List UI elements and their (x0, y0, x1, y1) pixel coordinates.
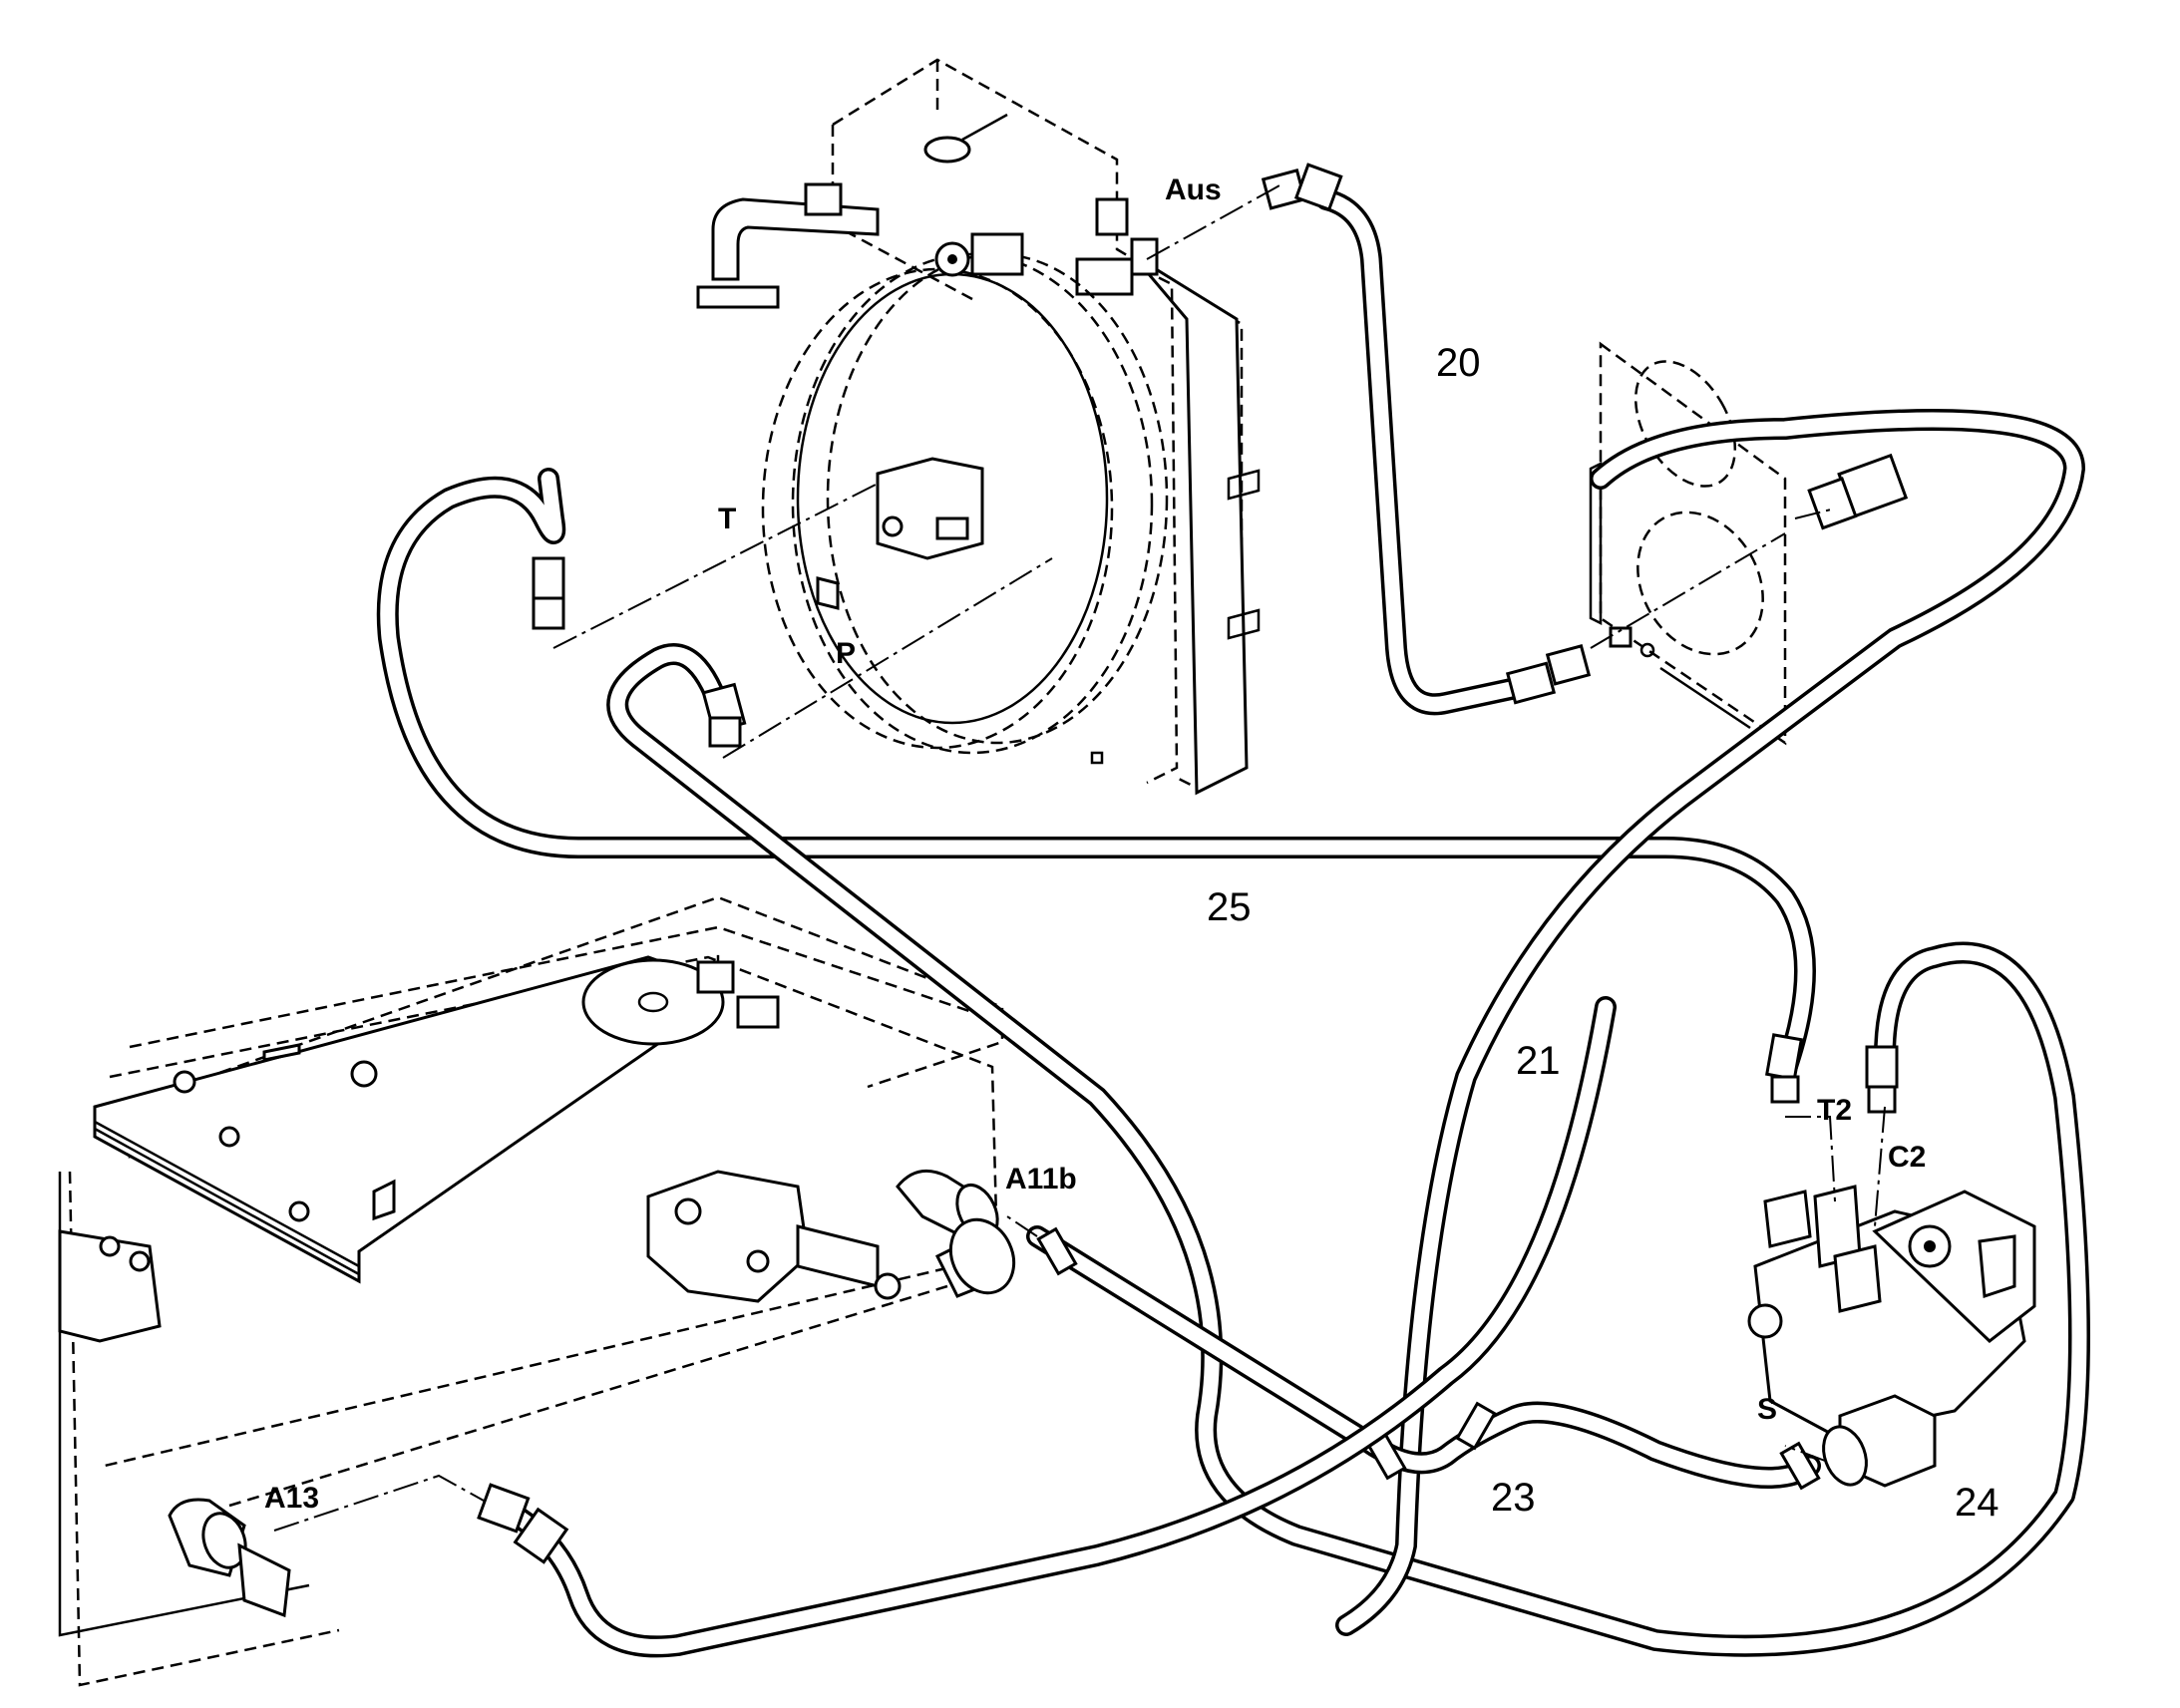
label-p: P (836, 637, 856, 670)
label-c2: C2 (1888, 1141, 1926, 1174)
label-s: S (1757, 1393, 1777, 1426)
label-a13: A13 (264, 1482, 319, 1515)
part-number-25: 25 (1207, 885, 1252, 929)
hose-a13-return (477, 996, 1617, 1658)
label-a11b: A11b (1005, 1163, 1077, 1196)
connection-lines (273, 183, 1886, 1532)
label-t2: T2 (1817, 1094, 1852, 1127)
part-number-23: 23 (1491, 1476, 1536, 1520)
mounting-plate (1589, 341, 1787, 746)
label-aus: Aus (1165, 173, 1222, 206)
hose-20 (1261, 163, 1592, 716)
hose-21 (606, 643, 2090, 1657)
part-number-24: 24 (1955, 1481, 1999, 1525)
label-t: T (718, 503, 736, 535)
oil-cooler-unit (696, 58, 1261, 796)
hydraulic-tank-frame (58, 895, 1016, 1687)
hydraulic-pump (1747, 1185, 2036, 1488)
hose-25 (376, 468, 1816, 1104)
part-number-20: 20 (1436, 341, 1481, 385)
part-number-21: 21 (1516, 1039, 1561, 1083)
